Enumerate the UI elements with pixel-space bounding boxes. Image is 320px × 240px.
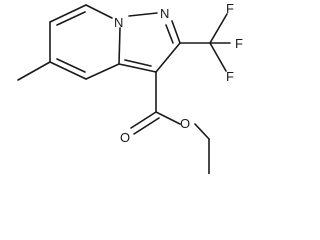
atom-label-n-pyrazole: N [160, 6, 169, 21]
bond-c7-c6 [49, 4, 87, 23]
bond-c5-c4 [49, 61, 87, 80]
bond-inner-c6-c7 [56, 11, 86, 26]
bond-c2-c3 [155, 42, 181, 73]
bond-c7a-c7 [85, 4, 113, 19]
bond-ester-oxygen-ethyl [194, 123, 210, 140]
atom-label-f-bottom: F [226, 69, 234, 84]
atom-label-o-carbonyl: O [120, 130, 130, 145]
atom-label-f-top: F [226, 1, 234, 16]
bond-n-pyrazole-c2 [171, 20, 181, 44]
bond-c3-c3a [118, 63, 157, 73]
bond-c3a-n-bridge [118, 27, 121, 65]
molecule-structure: N N F F F O O [17, 1, 243, 174]
bond-carbonyl-double-a [130, 111, 157, 129]
bond-methyl [17, 61, 51, 81]
atom-label-n-bridge: N [114, 15, 123, 30]
bond-cf3-f-bottom [209, 42, 227, 72]
bond-c4-c3a [85, 63, 120, 80]
structure-canvas: N N F F F O O [17, 1, 243, 174]
bond-n-bridge-n-pyrazole [128, 12, 158, 17]
bond-carbon-ester-oxygen [155, 111, 181, 125]
bond-inner-n-pyrazole-c2 [165, 24, 174, 44]
bond-cf3-f-top [209, 13, 228, 44]
bond-inner-c5-c4 [56, 58, 86, 73]
bond-carbonyl-double-b [133, 117, 160, 135]
atom-label-f-right: F [235, 36, 243, 51]
bond-inner-c3-c3a [124, 59, 152, 67]
atom-label-o-ester: O [180, 116, 190, 131]
